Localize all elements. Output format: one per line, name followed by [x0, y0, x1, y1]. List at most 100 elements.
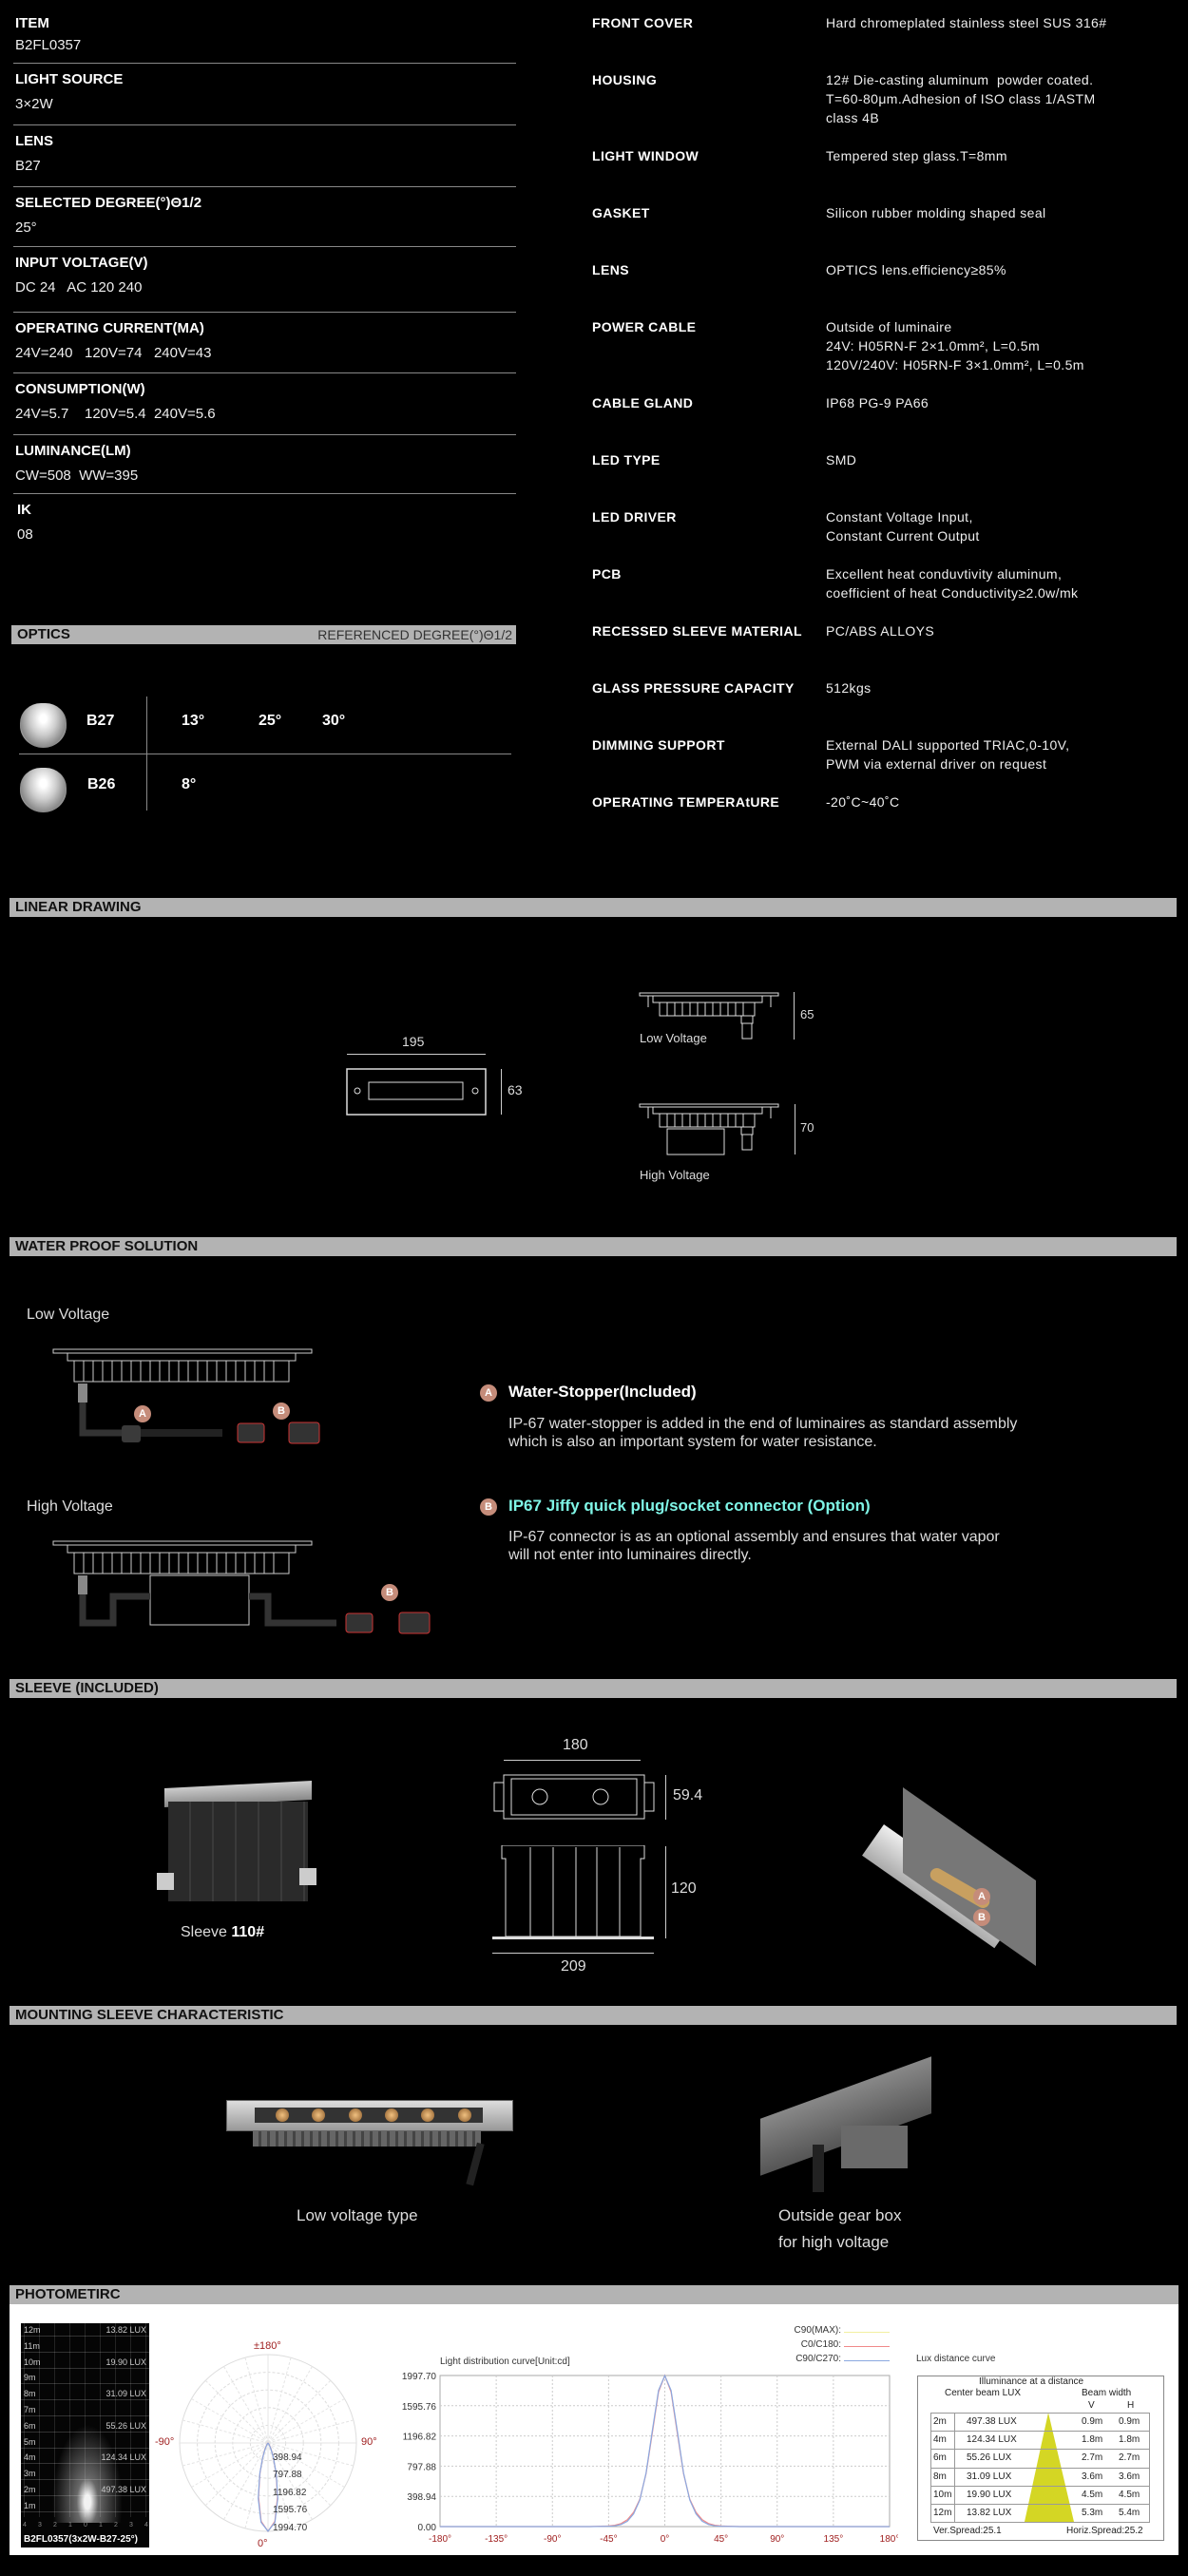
- lux-value: 124.34 LUX: [967, 2434, 1017, 2446]
- spec-value: Constant Voltage Input, Constant Current…: [826, 509, 980, 544]
- led-icon: [276, 2109, 290, 2122]
- grid-line: [21, 2495, 149, 2496]
- spec-value: External DALI supported TRIAC,0-10V, PWM…: [826, 737, 1070, 772]
- connector-title: IP67 Jiffy quick plug/socket connector (…: [508, 1497, 871, 1515]
- x-tick-label: 180°: [880, 2534, 898, 2545]
- lux-value: 13.82 LUX: [967, 2508, 1012, 2518]
- spec-divider: [13, 434, 516, 435]
- sleeve-dim-height: 120: [671, 1880, 697, 1897]
- spec-row: OPERATING CURRENT(MA)24V=240 120V=74 240…: [15, 320, 509, 362]
- chart-title: Light distribution curve[Unit:cd]: [440, 2357, 570, 2367]
- spec-label: GLASS PRESSURE CAPACITY: [592, 680, 795, 696]
- spec-divider: [13, 372, 516, 373]
- dimension-line: [347, 1054, 486, 1055]
- badge-b: B: [273, 1402, 290, 1420]
- hor-spread: Horiz.Spread:25.2: [1066, 2526, 1143, 2536]
- legend-swatch: [844, 2332, 890, 2333]
- x-tick-label: -45°: [600, 2534, 617, 2545]
- x-tick-label: -180°: [429, 2534, 451, 2545]
- spec-label: POWER CABLE: [592, 319, 697, 334]
- low-voltage-caption: Low voltage type: [297, 2206, 418, 2224]
- spec-value: -20˚C~40˚C: [826, 794, 900, 810]
- spec-divider: [13, 246, 516, 247]
- badge-a: A: [134, 1405, 151, 1422]
- spec-value: PC/ABS ALLOYS: [826, 623, 935, 639]
- spec-label: RECESSED SLEEVE MATERIAL: [592, 623, 802, 639]
- spec-label: OPERATING TEMPERAtURE: [592, 794, 780, 810]
- beam-h: 4.5m: [1119, 2489, 1140, 2500]
- polar-spoke: [267, 2357, 292, 2444]
- optics-lens-b26: B26: [87, 776, 116, 792]
- led-row: [264, 2109, 483, 2124]
- low-voltage-label: Low Voltage: [640, 1031, 707, 1045]
- polar-left-label: -90°: [155, 2436, 175, 2448]
- spec-value: 24V=5.7 120V=5.4 240V=5.6: [15, 406, 216, 422]
- polar-ring-label: 1196.82: [273, 2487, 307, 2498]
- legend-label: C0/C180:: [800, 2339, 841, 2350]
- table-row-line: [930, 2504, 1150, 2505]
- lux-table-beam-header: Beam width: [1082, 2388, 1132, 2398]
- spec-label: ITEM: [15, 15, 49, 31]
- lux-distance: 4m: [933, 2434, 947, 2446]
- sleeve-header: SLEEVE (INCLUDED): [10, 1679, 1177, 1698]
- spec-value: 24V=240 120V=74 240V=43: [15, 345, 212, 361]
- grid-line: [115, 2323, 116, 2517]
- polar-right-label: 90°: [361, 2436, 377, 2448]
- spec-label: INPUT VOLTAGE(V): [15, 255, 148, 271]
- polar-ring-label: 1595.76: [273, 2505, 308, 2516]
- lux-distance: 12m: [933, 2508, 952, 2518]
- dimension-line: [665, 1775, 666, 1820]
- spec-divider: [13, 63, 516, 64]
- spec-value: Outside of luminaire 24V: H05RN-F 2×1.0m…: [826, 319, 1084, 372]
- optics-title: OPTICS: [17, 626, 70, 642]
- spec-value: 25°: [15, 219, 37, 236]
- low-voltage-side-drawing: [639, 992, 779, 1040]
- distance-label: 11m: [24, 2340, 40, 2351]
- lux-table-box: [917, 2376, 1164, 2541]
- polar-diagram: [179, 2354, 357, 2533]
- lux-table-header: Illuminance at a distance: [979, 2376, 1084, 2387]
- sleeve-caption: Sleeve 110#: [181, 1924, 264, 1941]
- x-tick-label: 3: [129, 2522, 133, 2528]
- spec-value: Hard chromeplated stainless steel SUS 31…: [826, 15, 1107, 30]
- grid-line: [21, 2510, 149, 2512]
- badge-a: A: [973, 1888, 990, 1905]
- polar-spoke: [191, 2398, 269, 2444]
- series-line: [440, 2374, 890, 2528]
- led-icon: [421, 2109, 435, 2122]
- beam-v: 5.3m: [1082, 2508, 1103, 2518]
- spec-value: 08: [17, 526, 33, 543]
- legend-label: C90/C270:: [795, 2354, 841, 2364]
- table-row-line: [930, 2485, 1150, 2487]
- wp-high-voltage-label: High Voltage: [27, 1498, 113, 1515]
- dimension-line: [665, 1846, 666, 1938]
- x-tick-label: 4: [23, 2522, 27, 2528]
- photometric-panel: [10, 2304, 1178, 2555]
- legend-label: C90(MAX):: [794, 2325, 841, 2336]
- polar-spoke: [267, 2442, 313, 2520]
- dimension-line: [794, 992, 795, 1040]
- polar-spoke: [267, 2398, 345, 2444]
- optics-subtitle: REFERENCED DEGREE(°)Θ1/2: [317, 627, 512, 642]
- x-tick-label: 1: [68, 2522, 72, 2528]
- y-tick-label: 398.94: [407, 2492, 436, 2503]
- beam-h: 3.6m: [1119, 2471, 1140, 2482]
- led-icon: [385, 2109, 399, 2122]
- high-voltage-label: High Voltage: [640, 1168, 710, 1182]
- spec-label: HOUSING: [592, 72, 658, 87]
- front-view-drawing: [346, 1068, 487, 1116]
- spec-value: Silicon rubber molding shaped seal: [826, 205, 1046, 220]
- x-tick-label: -135°: [485, 2534, 508, 2545]
- sleeve-top-view-drawing: [493, 1774, 655, 1820]
- y-tick-label: 0.00: [418, 2523, 437, 2533]
- optics-degree: 8°: [182, 776, 197, 792]
- distance-label: 10m: [24, 2357, 41, 2367]
- lux-distance: 2m: [933, 2416, 947, 2427]
- y-tick-label: 1196.82: [403, 2433, 437, 2443]
- grid-line: [69, 2323, 70, 2517]
- sleeve-model: 110#: [231, 1924, 265, 1940]
- grid-line: [54, 2323, 55, 2517]
- distance-label: 2m: [24, 2485, 36, 2494]
- x-tick-label: 3: [38, 2522, 42, 2528]
